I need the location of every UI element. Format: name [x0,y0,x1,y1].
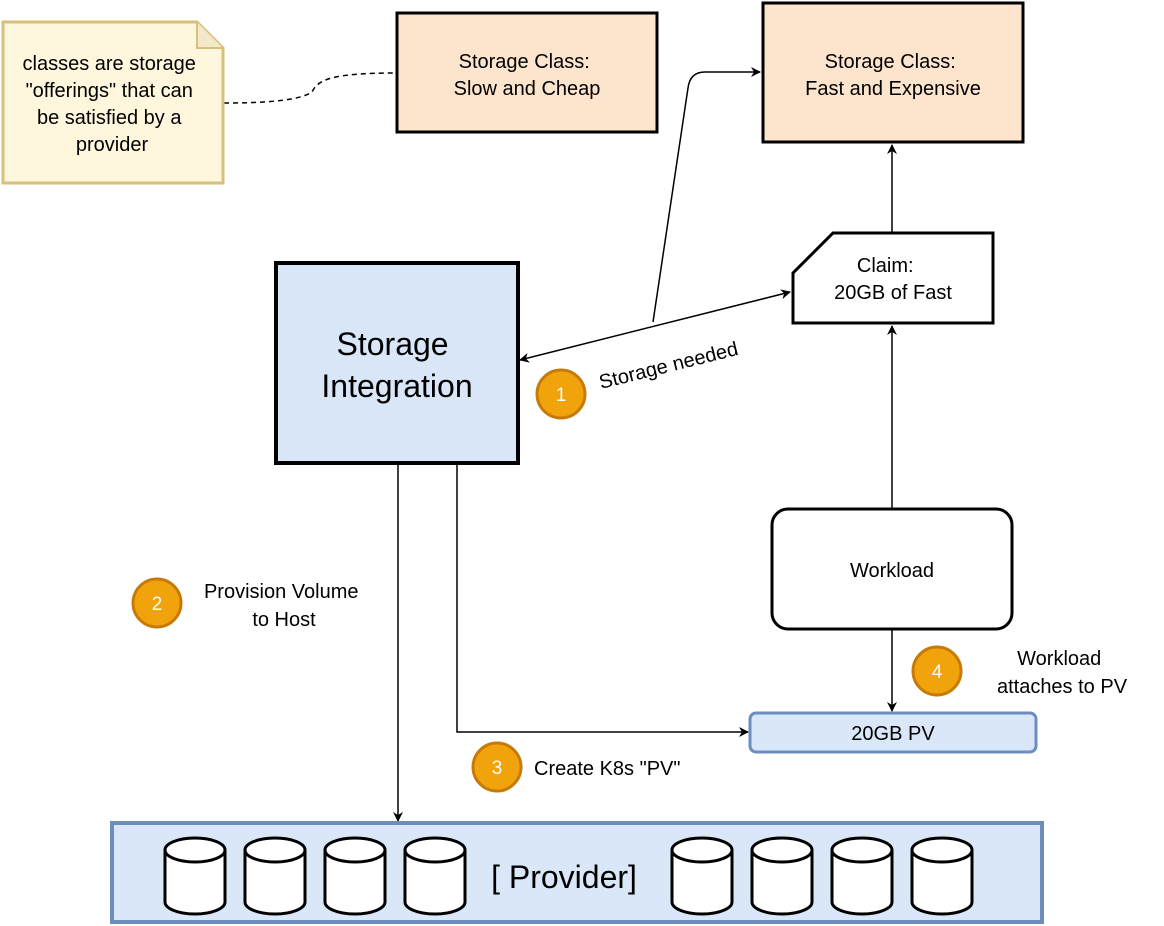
step-badge [131,577,183,629]
step-4: 4 Workload attaches to PV [911,645,1128,698]
disk-icon [750,836,814,916]
step-number: 2 [152,594,163,615]
pv-node[interactable]: 20GB PV [748,711,1038,754]
disk-icon [163,836,227,916]
step-label: Storage needed [597,338,740,394]
step-label: Create K8s "PV" [534,758,680,780]
disk-icon [910,836,974,916]
note-line: classes are storage [23,53,196,75]
note-shape: classes are storage "offerings" that can… [1,20,225,185]
label-line: Workload [1017,648,1101,670]
storage-integration-label: Storage Integration [321,326,472,404]
step-label: Provision Volume to Host [204,581,364,631]
provider-disks-left [163,836,467,916]
step-badge [535,368,587,420]
storage-class-slow-node[interactable]: Storage Class: Slow and Cheap [395,11,659,134]
claim-node[interactable]: Claim: 20GB of Fast [791,231,995,325]
step-number: 1 [556,385,567,406]
storage-integration-node[interactable]: Storage Integration [274,261,520,465]
edge-integration-to-fast-class [652,67,761,323]
disk-icon [403,836,467,916]
edge-integration-to-pv [456,464,749,737]
disk-icon [830,836,894,916]
label-line: Storage [337,326,449,362]
label-line: Integration [321,368,472,404]
storage-class-fast-node[interactable]: Storage Class: Fast and Expensive [761,1,1025,144]
note-line: "offerings" that can [26,80,193,102]
pv-label: 20GB PV [851,723,935,745]
step-badge [911,645,963,697]
note-line: be satisfied by a [37,107,182,129]
step-1: 1 Storage needed [535,338,740,420]
claim-label: Claim: 20GB of Fast [834,255,952,304]
step-number: 3 [492,758,503,779]
provider-disks-right [670,836,974,916]
label-line: Claim: [857,255,914,277]
label-line: attaches to PV [997,676,1128,698]
note-line: provider [76,134,149,156]
provider-node[interactable]: [ Provider] [110,821,1044,924]
provider-label: [ Provider] [491,859,637,895]
storage-class-slow-label: Storage Class: Slow and Cheap [454,51,601,100]
step-3: 3 Create K8s "PV" [471,741,680,793]
label-line: to Host [252,609,316,631]
disk-icon [323,836,387,916]
note-text: classes are storage "offerings" that can… [23,53,202,156]
label-line: Storage Class: [459,51,590,73]
workload-node[interactable]: Workload [770,507,1014,631]
label-line: Provision Volume [204,581,359,603]
step-badge [471,741,523,793]
disk-icon [670,836,734,916]
workload-label: Workload [850,560,934,582]
step-number: 4 [932,662,943,683]
label-line: Fast and Expensive [805,78,981,100]
step-2: 2 Provision Volume to Host [131,577,364,631]
storage-class-fast-label: Storage Class: Fast and Expensive [805,51,981,100]
disk-icon [243,836,307,916]
note-connector [223,72,398,104]
step-label: Workload attaches to PV [997,648,1128,698]
label-line: Storage Class: [825,51,956,73]
label-line: 20GB of Fast [834,282,952,304]
label-line: Slow and Cheap [454,78,601,100]
edge-integration-claim [519,289,791,363]
